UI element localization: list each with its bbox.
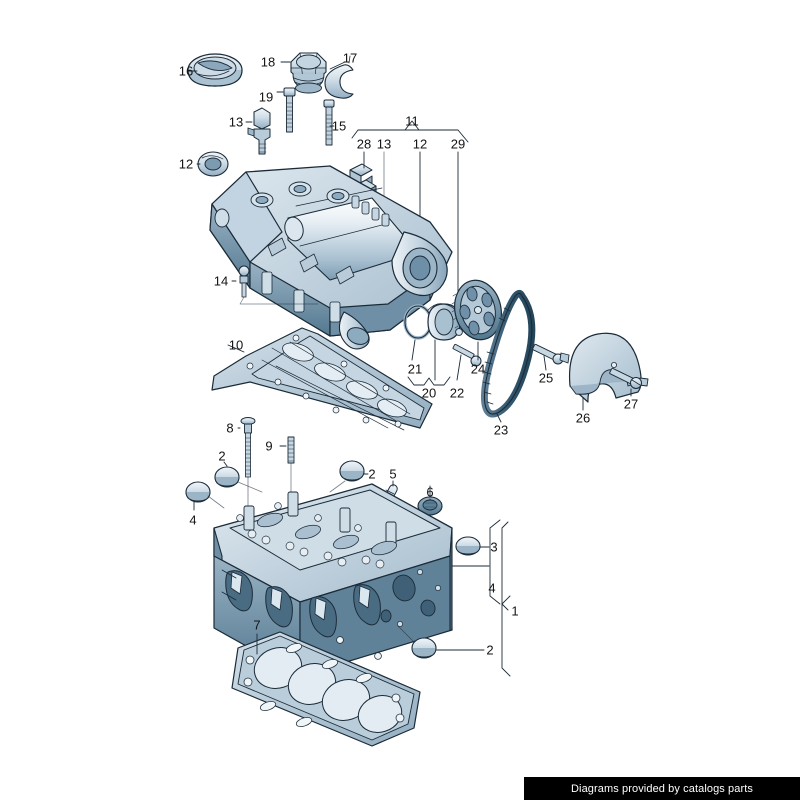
part-25-tensioner-bolt xyxy=(532,343,564,365)
part-1-cylinder-head xyxy=(213,483,453,677)
callout-sealing-plug: 4 xyxy=(189,512,197,528)
callout-oil-filler-neck: 18 xyxy=(260,54,276,70)
part-12-camshaft-seal-left xyxy=(197,151,229,177)
part-23-timing-belt xyxy=(481,289,536,418)
callout-camshaft-seal: 12 xyxy=(178,156,194,172)
callout-core-plug: 2 xyxy=(218,448,226,464)
callout-cap-plug: 3 xyxy=(490,539,498,555)
part-22-cover-bolt xyxy=(452,343,482,367)
callout-oil-spray-jet: 14 xyxy=(213,273,229,289)
callout-o-ring: 21 xyxy=(407,361,423,377)
callout-oil-filler-cap: 16 xyxy=(178,63,194,79)
callout-long-bolt: 15 xyxy=(331,118,347,134)
callout-bracket-assembly: 11 xyxy=(405,113,419,129)
callout-cylinder-head-gasket: 7 xyxy=(253,617,261,633)
callout-camshaft-end-cover: 20 xyxy=(421,385,437,401)
callout-sealing-ring: 29 xyxy=(450,136,466,152)
bracket-11 xyxy=(351,120,469,143)
callout-cylinder-head-assembly: 1 xyxy=(511,603,519,619)
part-16-oil-filler-cap xyxy=(187,53,243,87)
callout-sealing-plug: 4 xyxy=(488,580,496,596)
callout-camshaft-timing-gear: 24 xyxy=(470,361,486,377)
part-10-valve-cover-gasket xyxy=(211,327,433,431)
callout-retaining-clip: 17 xyxy=(342,50,358,66)
callout-camshaft-position-sensor: 28 xyxy=(356,136,372,152)
part-9-stud-bolt xyxy=(287,436,295,464)
part-21-o-ring xyxy=(403,304,433,340)
part-19-hex-bolt xyxy=(283,87,296,133)
callout-cylinder-head-bolt: 8 xyxy=(226,420,234,436)
callout-timing-belt: 23 xyxy=(493,422,509,438)
watermark-text: Diagrams provided by catalogs parts xyxy=(570,782,754,795)
bracket-1-outer xyxy=(501,595,511,677)
callout-tensioner-bolt: 25 xyxy=(538,370,554,386)
part-6-threaded-plug xyxy=(417,496,443,516)
callout-seal-ring: 12 xyxy=(412,136,428,152)
part-4-sealing-plug-left xyxy=(185,481,211,503)
part-8-cylinder-head-bolt xyxy=(240,417,256,478)
callout-stud-bolt: 9 xyxy=(265,438,273,454)
bracket-1 xyxy=(501,521,509,611)
part-20-camshaft-end-cover xyxy=(427,303,463,341)
part-13-sensor-left xyxy=(247,107,271,155)
callout-hex-bolt: 19 xyxy=(258,89,274,105)
callout-cover-screw: 27 xyxy=(623,396,639,412)
part-3-cap-plug xyxy=(455,536,481,556)
part-2-core-plug-a xyxy=(214,466,240,488)
part-24-camshaft-timing-gear xyxy=(451,279,502,341)
part-7-cylinder-head-gasket xyxy=(231,631,421,747)
part-17-retaining-clip xyxy=(324,64,354,99)
callout-valve-cover-gasket: 10 xyxy=(228,337,244,353)
callout-core-plug: 2 xyxy=(368,466,376,482)
callout-dowel-pin: 5 xyxy=(389,466,397,482)
part-14-oil-spray-jet xyxy=(238,265,250,298)
part-27-cover-screw xyxy=(609,367,642,389)
callout-core-plug: 2 xyxy=(486,642,494,658)
callout-cover-bolt: 22 xyxy=(449,385,465,401)
part-26-timing-belt-cover xyxy=(559,332,649,403)
watermark-banner: Diagrams provided by catalogs parts xyxy=(524,777,800,800)
callout-threaded-plug: 6 xyxy=(426,484,434,500)
callout-sensor-short: 13 xyxy=(228,114,244,130)
callout-timing-belt-cover: 26 xyxy=(575,410,591,426)
part-2-core-plug-b xyxy=(339,460,365,482)
part-18-oil-filler-neck xyxy=(290,52,327,94)
bracket-4 xyxy=(489,519,501,605)
callout-sensor: 13 xyxy=(376,136,392,152)
valve-cover-assembly xyxy=(209,165,453,350)
part-2-core-plug-c xyxy=(411,637,437,659)
